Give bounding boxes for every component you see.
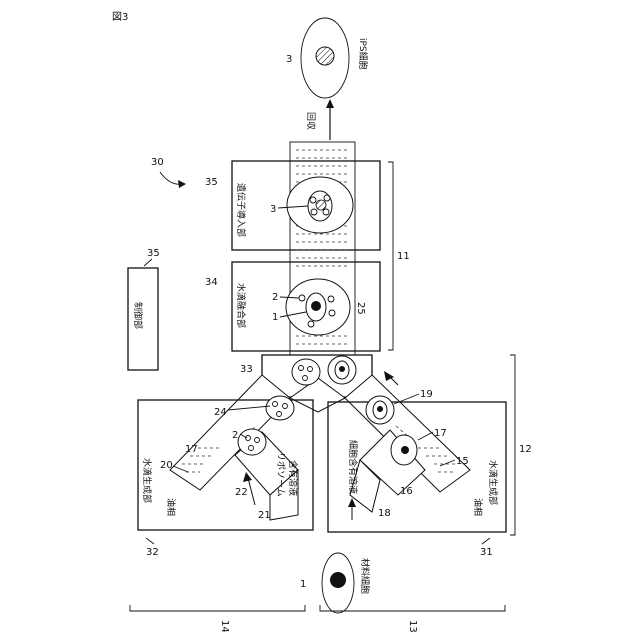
numeral-32-leader <box>146 538 154 544</box>
bracket-13-line <box>320 605 505 611</box>
numeral-20: 20 <box>160 460 173 471</box>
bracket-11: 11 <box>388 162 410 350</box>
numeral-31-leader <box>482 538 490 544</box>
numeral-32: 32 <box>146 547 159 558</box>
numeral-1-bottom: 1 <box>300 579 306 590</box>
ips-cell-label: iPS細胞 <box>357 38 369 70</box>
droplet-gen-left-label: 水滴生成部 <box>141 458 153 503</box>
cell-inlet-arrowhead <box>348 498 356 507</box>
numeral-11: 11 <box>397 251 410 262</box>
numeral-17-left: 17 <box>185 444 198 455</box>
material-cell-nucleus <box>330 572 346 588</box>
numeral-3-top: 3 <box>286 54 292 65</box>
liposome-label-2: 含有溶液 <box>287 460 299 496</box>
ips-cell-group: 3 iPS細胞 <box>286 18 369 98</box>
liposome-label-1: リポソーム <box>275 452 286 497</box>
numeral-17-right: 17 <box>434 428 447 439</box>
numeral-30-arrowhead <box>178 180 186 188</box>
cell-droplet-lower-nucleus <box>401 446 409 454</box>
numeral-1-fusion: 1 <box>272 312 278 323</box>
liposome-inlet-arrow <box>248 478 255 505</box>
oil-left-label: 油相 <box>165 498 177 516</box>
recovery-arrow-group: 回収 <box>305 99 334 140</box>
numeral-13: 13 <box>407 620 418 633</box>
numeral-19: 19 <box>420 389 433 400</box>
numeral-35-gene: 35 <box>205 177 218 188</box>
cell-droplet-19-nucleus <box>377 406 383 412</box>
numeral-24: 24 <box>214 407 227 418</box>
numeral-2-channel: 2 <box>232 430 238 441</box>
bottom-brackets: 14 13 <box>130 605 505 633</box>
material-cell-group: 1 材料細胞 <box>300 553 371 613</box>
numeral-16: 16 <box>400 486 413 497</box>
transfected-cell-nucleus <box>316 200 326 210</box>
droplet-gen-right-label: 水滴生成部 <box>487 460 499 505</box>
cell-droplet-upper-nucleus <box>339 366 345 372</box>
liposome-droplet-upper <box>292 359 320 385</box>
numeral-15: 15 <box>456 456 469 467</box>
bracket-12: 12 <box>510 355 532 535</box>
recovery-arrow-head <box>326 99 334 108</box>
ips-cell-nucleus <box>316 47 334 65</box>
control-unit: 制御部 35 <box>128 248 160 370</box>
droplet-fusion-label: 水滴融合部 <box>235 283 247 328</box>
numeral-35-control-leader <box>144 259 152 266</box>
cell-solution-label: 細胞含有溶液 <box>347 440 359 494</box>
numeral-30: 30 <box>151 157 164 168</box>
control-label: 制御部 <box>132 302 144 329</box>
figure-label: 図3 <box>112 11 128 23</box>
numeral-31: 31 <box>480 547 493 558</box>
fused-cell-nucleus <box>311 301 321 311</box>
numeral-21: 21 <box>258 510 271 521</box>
numeral-12: 12 <box>519 444 532 455</box>
numeral-35-control: 35 <box>147 248 160 259</box>
numeral-14: 14 <box>219 620 230 633</box>
numeral-33: 33 <box>240 364 253 375</box>
numeral-3-mid: 3 <box>270 204 276 215</box>
numeral-25: 25 <box>355 302 366 315</box>
gene-intro-label: 遺伝子導入部 <box>235 183 247 237</box>
material-cell-label: 材料細胞 <box>359 558 371 594</box>
numeral-22: 22 <box>235 487 248 498</box>
recovery-label: 回収 <box>305 112 317 130</box>
numeral-2-fusion: 2 <box>272 292 278 303</box>
oil-right-label: 油相 <box>472 498 484 516</box>
bracket-11-line <box>388 162 393 350</box>
bracket-12-line <box>510 355 515 535</box>
numeral-34: 34 <box>205 277 218 288</box>
liposome-droplet-lower <box>238 429 266 455</box>
bracket-14-line <box>130 605 305 611</box>
numeral-18: 18 <box>378 508 391 519</box>
